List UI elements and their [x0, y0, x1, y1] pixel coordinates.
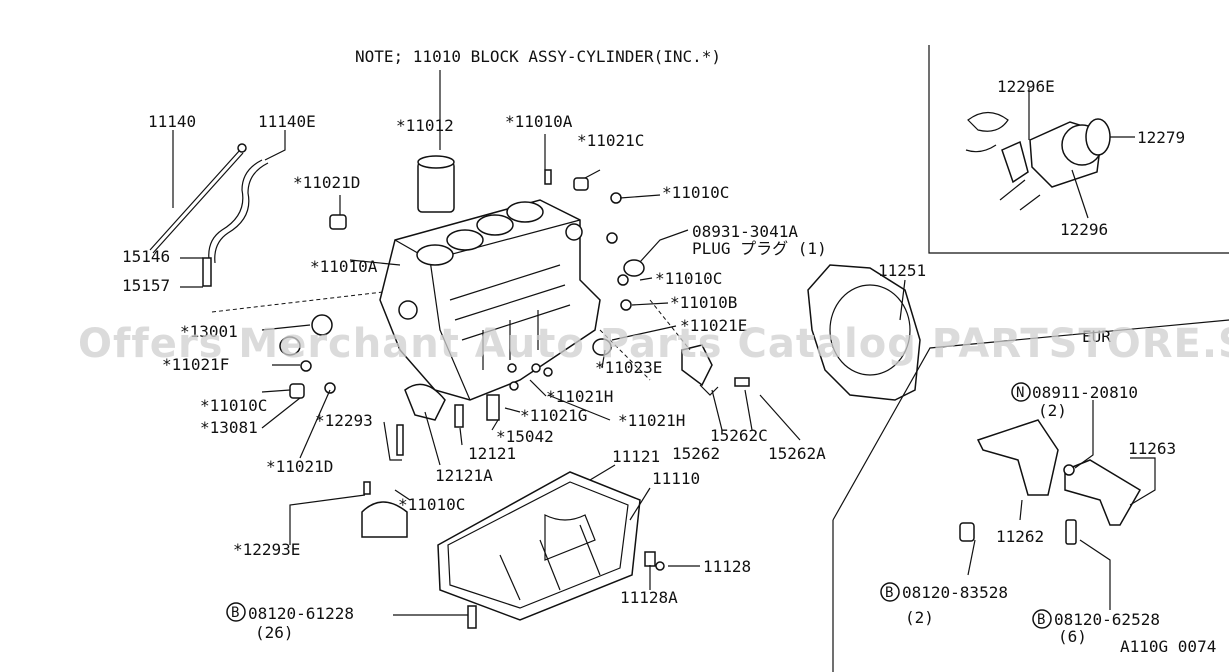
- leader-lines: [261, 134, 801, 545]
- label-12279: 12279: [1137, 128, 1185, 147]
- label-12293: *12293: [315, 411, 373, 430]
- block-labels: *11012 *11010A *11021C *11021D *11010C 0…: [162, 112, 827, 559]
- badge-b1: B: [231, 605, 239, 621]
- label-08120-62528: 08120-62528: [1054, 610, 1160, 629]
- label-11010C-left: *11010C: [200, 396, 267, 415]
- label-11010C-mid: *11010C: [655, 269, 722, 288]
- bolt-badge-b1: [226, 602, 246, 622]
- label-11021H-b: *11021H: [618, 411, 685, 430]
- label-12296E: 12296E: [997, 77, 1055, 96]
- label-08911-20810: 08911-20810: [1032, 383, 1138, 402]
- label-11121: 11121: [612, 447, 660, 466]
- label-12293E: *12293E: [233, 540, 300, 559]
- label-08120-61228: 08120-61228: [248, 604, 354, 623]
- label-11110: 11110: [652, 469, 700, 488]
- label-eur: EUR: [1082, 327, 1111, 346]
- label-11128: 11128: [703, 557, 751, 576]
- label-11010C-top: *11010C: [662, 183, 729, 202]
- cylinder-block: [379, 70, 601, 401]
- label-11012: *11012: [396, 116, 454, 135]
- label-11021D-top: *11021D: [293, 173, 360, 192]
- qty-26: (26): [255, 623, 294, 642]
- badge-b2: B: [885, 585, 893, 601]
- label-11021F: *11021F: [162, 355, 229, 374]
- label-11010C-bot: *11010C: [398, 495, 465, 514]
- label-11140: 11140: [148, 112, 196, 131]
- label-11263: 11263: [1128, 439, 1176, 458]
- label-11021E: *11021E: [680, 316, 747, 335]
- rear-seal-inset: 12296E 12279 12296: [928, 45, 1229, 254]
- label-15042: *15042: [496, 427, 554, 446]
- label-11021C: *11021C: [577, 131, 644, 150]
- rear-plate: 11251: [807, 261, 926, 401]
- qty-2a: (2): [1038, 401, 1067, 420]
- qty-2b: (2): [905, 608, 934, 627]
- label-12121: 12121: [468, 444, 516, 463]
- label-15262A: 15262A: [768, 444, 826, 463]
- label-11023E: *11023E: [595, 358, 662, 377]
- label-13081: *13081: [200, 418, 258, 437]
- watermark: Offers Merchant Auto Parts Catalog PARTS…: [78, 321, 1229, 367]
- label-11251: 11251: [878, 261, 926, 280]
- label-11021G: *11021G: [520, 406, 587, 425]
- label-11128A: 11128A: [620, 588, 678, 607]
- label-12296: 12296: [1060, 220, 1108, 239]
- qty-6: (6): [1058, 627, 1087, 646]
- block-small-parts: [279, 169, 750, 538]
- label-08120-83528: 08120-83528: [902, 583, 1008, 602]
- label-11021D-bot: *11021D: [266, 457, 333, 476]
- dipstick-group: 11140 11140E 15146 15157: [122, 112, 401, 313]
- label-plug: PLUG プラグ (1): [692, 239, 827, 258]
- label-15157: 15157: [122, 276, 170, 295]
- badge-b3: B: [1037, 612, 1045, 628]
- label-11010A-top: *11010A: [505, 112, 573, 131]
- label-11010A-left: *11010A: [310, 257, 378, 276]
- badge-n: N: [1016, 385, 1024, 401]
- diagram-note: NOTE; 11010 BLOCK ASSY-CYLINDER(INC.*): [355, 47, 721, 66]
- label-15262: 15262: [672, 444, 720, 463]
- label-11021H-a: *11021H: [546, 387, 613, 406]
- label-12121A: 12121A: [435, 466, 493, 485]
- label-11262: 11262: [996, 527, 1044, 546]
- label-11140E: 11140E: [258, 112, 316, 131]
- label-11010B: *11010B: [670, 293, 737, 312]
- label-15146: 15146: [122, 247, 170, 266]
- label-08931-3041A: 08931-3041A: [692, 222, 798, 241]
- label-13001: *13001: [180, 322, 238, 341]
- eur-inset: EUR N 08911-20810 (2) 11263 11262 B 0812…: [832, 319, 1229, 672]
- figure-code: A110G 0074: [1120, 637, 1216, 656]
- oil-pan: 11121 11110 11128 11128A B 08120-61228 (…: [226, 447, 751, 642]
- label-15262C: 15262C: [710, 426, 768, 445]
